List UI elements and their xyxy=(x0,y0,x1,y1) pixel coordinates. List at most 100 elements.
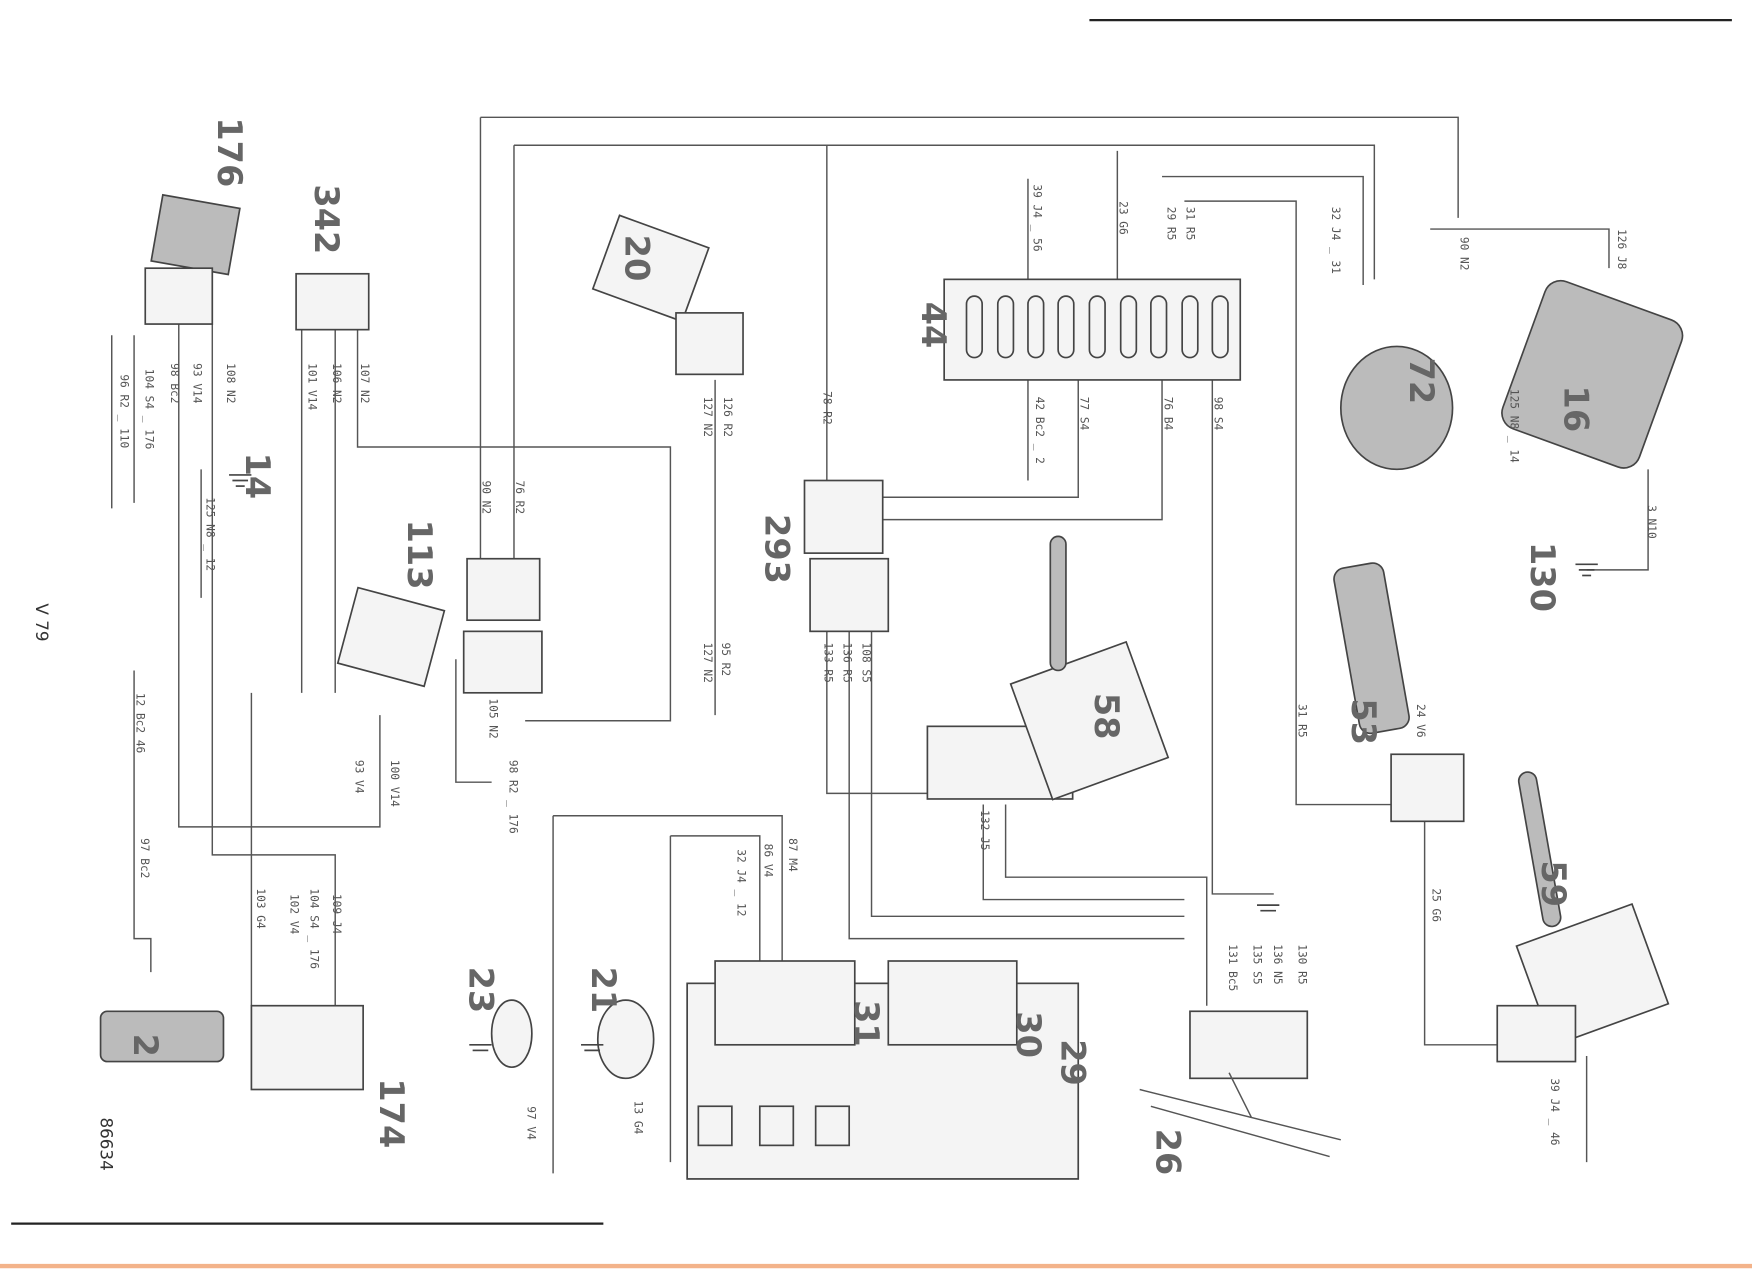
component-113-connector-a xyxy=(466,557,541,622)
component-176-body xyxy=(150,193,241,276)
wire-label: 135 S5 xyxy=(1251,944,1264,984)
wire-label: 3 N10 xyxy=(1645,505,1658,539)
wire-label: 23 G6 xyxy=(1117,201,1130,235)
component-176-connector xyxy=(144,267,214,325)
ground-symbols xyxy=(229,474,1598,1052)
wire-label: 12 Bc2 46 xyxy=(133,693,146,753)
wire-label: 125 N8 _ 14 xyxy=(1508,389,1521,463)
component-72-coil xyxy=(1339,345,1454,471)
wire-label: 87 M4 xyxy=(786,838,799,872)
wire-label: 77 S4 xyxy=(1077,397,1090,431)
wire-label: 108 N2 xyxy=(224,363,237,403)
wire-label: 31 R5 xyxy=(1295,704,1308,738)
component-16-battery xyxy=(1501,279,1684,469)
wire-label: 131 Bc5 xyxy=(1226,944,1239,991)
component-30-connector xyxy=(887,960,1018,1046)
wire-label: 108 S5 xyxy=(860,643,873,683)
component-number-53: 53 xyxy=(1344,698,1383,745)
wire-label: 130 R5 xyxy=(1295,944,1308,984)
wire-label: 24 V6 xyxy=(1414,704,1427,738)
component-53-connector xyxy=(1390,753,1465,823)
wire-label: 106 N2 xyxy=(330,363,343,403)
wire-label: 126 J8 xyxy=(1615,229,1628,269)
wire-label: 103 G4 xyxy=(254,888,267,929)
wire-label: 127 N2 xyxy=(701,643,714,683)
wire-label: 76 R2 xyxy=(513,480,526,514)
component-number-2: 2 xyxy=(126,1034,165,1057)
wire-label: 13 G4 xyxy=(632,1101,645,1135)
component-23 xyxy=(490,999,533,1068)
component-174 xyxy=(250,1004,364,1091)
wire-label: 102 V4 xyxy=(288,894,301,935)
component-number-174: 174 xyxy=(372,1078,411,1148)
component-number-16: 16 xyxy=(1556,386,1595,433)
wire-label: 98 Bc2 xyxy=(168,363,181,403)
wire-label: 25 G6 xyxy=(1429,888,1442,922)
wire-label: 109 J4 xyxy=(330,894,343,935)
component-number-31: 31 xyxy=(847,1000,886,1047)
component-number-342: 342 xyxy=(307,184,346,254)
component-26-connector xyxy=(1189,1010,1309,1080)
component-number-72: 72 xyxy=(1402,358,1441,405)
wire-labels: 126 J8 90 N2 125 N8 _ 14 3 N10 32 J4 _ 31 31 … xyxy=(118,184,1658,1145)
component-number-44: 44 xyxy=(914,302,953,349)
wire-label: 127 N2 xyxy=(701,397,714,437)
relay-1 xyxy=(697,1105,733,1147)
wire-label: 96 R2 _ 110 xyxy=(118,374,131,448)
wire-label: 133 R5 xyxy=(822,643,835,683)
component-number-26: 26 xyxy=(1148,1129,1187,1176)
wire-label: 101 V14 xyxy=(305,363,318,410)
wire-label: 126 R2 xyxy=(721,397,734,437)
component-number-58: 58 xyxy=(1087,693,1126,740)
figure-number: 86634 xyxy=(97,1117,117,1170)
component-20 xyxy=(591,214,710,323)
component-number-20: 20 xyxy=(618,235,657,282)
component-58-lever xyxy=(1049,535,1067,672)
component-number-23: 23 xyxy=(461,967,500,1014)
component-20-connector xyxy=(675,312,744,376)
wire-label: 98 S4 xyxy=(1212,397,1225,431)
wire-label: 107 N2 xyxy=(358,363,371,403)
component-113 xyxy=(336,586,446,688)
component-59-connector xyxy=(1496,1004,1577,1063)
wire-label: 105 N2 xyxy=(486,698,499,738)
component-shapes xyxy=(99,193,1684,1180)
component-number-29: 29 xyxy=(1053,1039,1092,1086)
component-number-14: 14 xyxy=(238,453,277,500)
wire-label: 78 R2 xyxy=(820,391,833,425)
component-31-connector xyxy=(714,960,856,1046)
component-293-b xyxy=(809,557,890,633)
wire-label: 32 J4 _ 12 xyxy=(734,849,747,916)
wire-label: 39 J4 _ 56 xyxy=(1031,184,1044,251)
component-2 xyxy=(99,1010,225,1063)
wire-label: 32 J4 _ 31 xyxy=(1329,207,1342,274)
wire-label: 104 S4 _ 176 xyxy=(308,888,321,969)
component-number-59: 59 xyxy=(1534,860,1573,907)
component-53-switch xyxy=(1333,562,1410,735)
wire-label: 104 S4 _ 176 xyxy=(142,369,155,450)
relay-3 xyxy=(814,1105,851,1147)
relay-2 xyxy=(758,1105,795,1147)
wire-label: 90 N2 xyxy=(1457,237,1470,271)
wire-label: 97 Bc2 xyxy=(138,838,151,878)
wire-label: 93 V4 xyxy=(352,760,365,794)
wire-label: 86 V4 xyxy=(761,844,774,878)
component-number-293: 293 xyxy=(757,514,796,584)
wire-label: 100 V14 xyxy=(388,760,401,807)
component-number-21: 21 xyxy=(584,967,623,1014)
wire-label: 97 V4 xyxy=(524,1106,537,1140)
component-number-30: 30 xyxy=(1009,1011,1048,1058)
component-21 xyxy=(596,999,655,1080)
component-113-connector-b xyxy=(462,630,543,694)
wire-label: 90 N2 xyxy=(480,480,493,514)
component-293-a xyxy=(803,479,884,554)
component-number-113: 113 xyxy=(400,520,439,590)
wire-label: 132 J5 xyxy=(978,810,991,850)
wire-label: 29 R5 xyxy=(1165,207,1178,241)
wire-label: 42 Bc2 _ 2 xyxy=(1033,397,1046,464)
wire-label: 39 J4 _ 46 xyxy=(1548,1078,1561,1145)
component-58-lever-base xyxy=(1009,640,1170,801)
component-59-lever xyxy=(1517,771,1562,928)
wire-label: 125 N8 _ 12 xyxy=(204,497,217,571)
